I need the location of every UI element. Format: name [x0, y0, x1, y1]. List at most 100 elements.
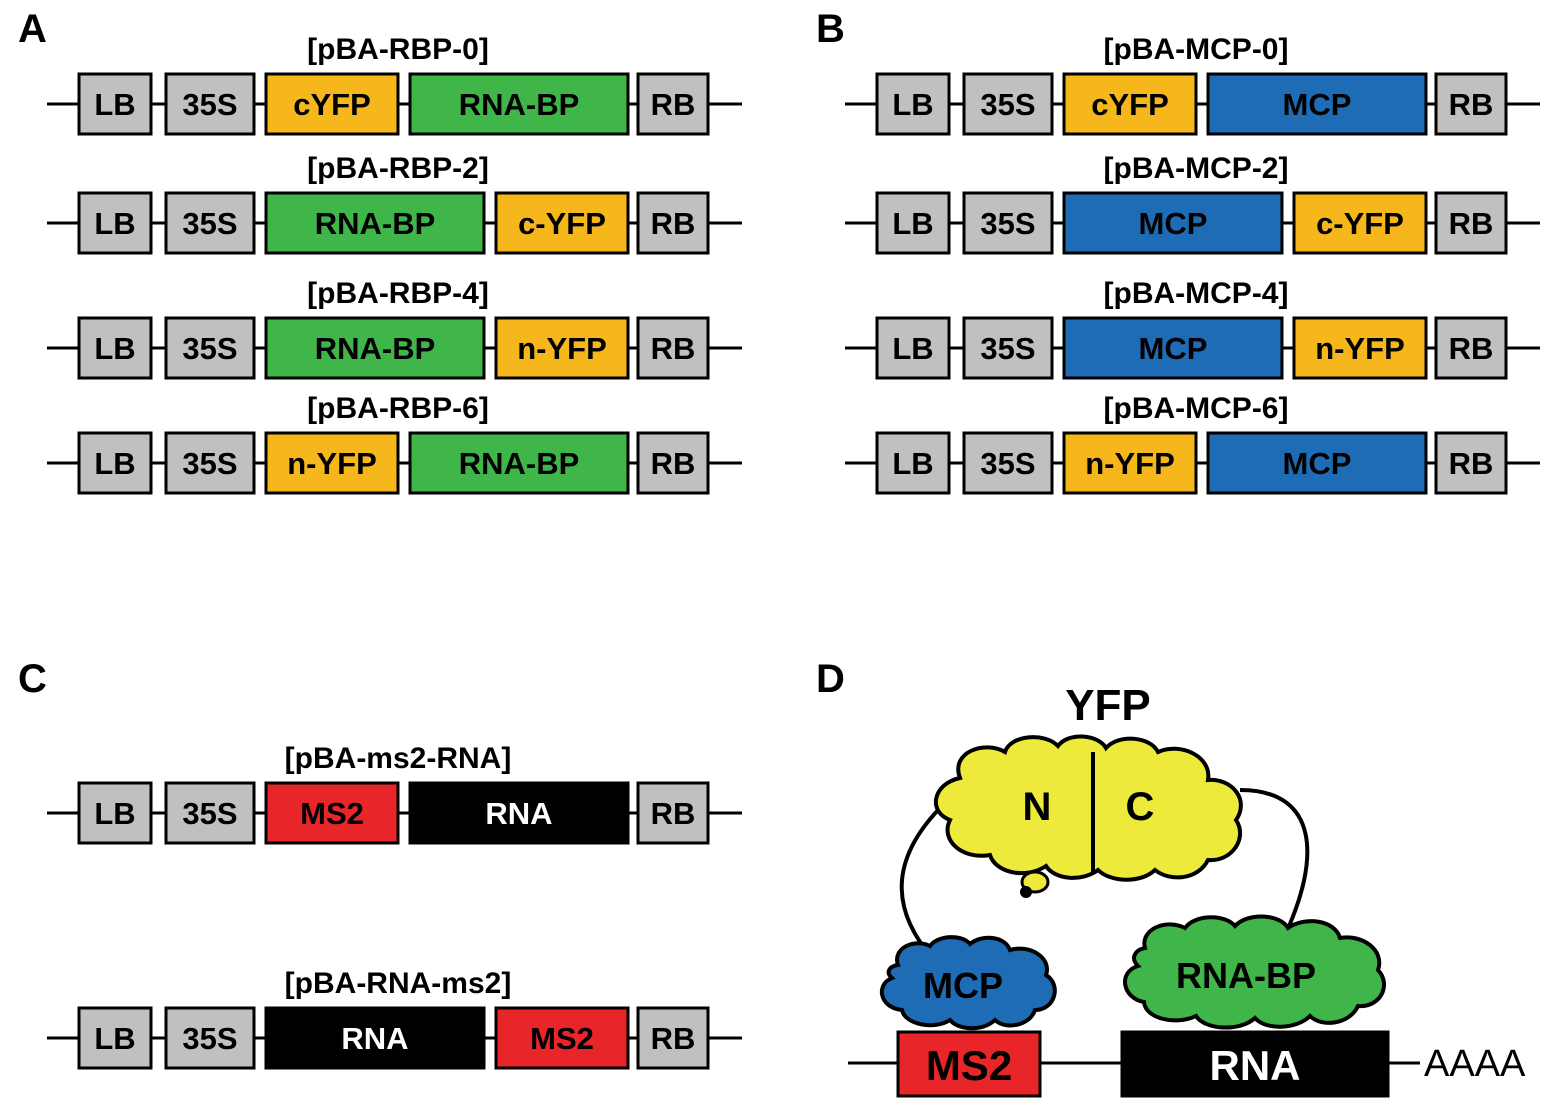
construct-part-box: [164, 191, 256, 255]
construct-name: [pBA-MCP-4]: [1104, 277, 1289, 310]
mcp-label: MCP: [923, 965, 1003, 1006]
rna-bp-cloud: [1123, 914, 1386, 1030]
construct-part-box: [1434, 316, 1508, 380]
construct-part-label: LB: [94, 331, 135, 366]
construct-name: [pBA-RBP-4]: [307, 277, 489, 310]
construct-part-box: [1292, 191, 1428, 255]
construct-part-box: [1292, 316, 1428, 380]
panel-label-d: D: [816, 657, 845, 701]
construct-part-label: LB: [94, 446, 135, 481]
construct-part-label: 35S: [182, 331, 237, 366]
construct-part-label: RNA-BP: [459, 446, 580, 481]
construct-part-label: 35S: [980, 206, 1035, 241]
construct-part-label: 35S: [182, 446, 237, 481]
construct-part-label: RB: [1449, 331, 1494, 366]
construct-part-label: RB: [651, 446, 696, 481]
construct-name: [pBA-RBP-2]: [307, 152, 489, 185]
construct-part-box: [264, 431, 400, 495]
construct-part-box: [962, 431, 1054, 495]
construct-part-box: [962, 316, 1054, 380]
ms2-label: MS2: [926, 1042, 1012, 1089]
construct-part-box: [636, 431, 710, 495]
construct-part-label: 35S: [182, 87, 237, 122]
construct-part-box: [77, 316, 153, 380]
construct-part-box: [264, 1006, 486, 1070]
construct-part-box: [164, 1006, 256, 1070]
construct-part-box: [164, 72, 256, 136]
construct-part-label: 35S: [182, 796, 237, 831]
construct-part-box: [875, 431, 951, 495]
construct-part-box: [1062, 431, 1198, 495]
construct-part-label: n-YFP: [1085, 446, 1175, 481]
construct-part-label: LB: [892, 87, 933, 122]
construct-part-label: 35S: [980, 446, 1035, 481]
panel-label-b: B: [816, 7, 845, 51]
construct-part-box: [77, 191, 153, 255]
construct-part-box: [164, 316, 256, 380]
construct-name: [pBA-MCP-2]: [1104, 152, 1289, 185]
construct-part-box: [1434, 431, 1508, 495]
construct-part-label: MS2: [300, 796, 364, 831]
rna-box: [1120, 1030, 1390, 1098]
construct-part-label: LB: [94, 796, 135, 831]
construct-part-box: [264, 781, 400, 845]
construct-part-label: RB: [1449, 87, 1494, 122]
construct-part-label: n-YFP: [517, 331, 607, 366]
construct-part-label: 35S: [980, 87, 1035, 122]
construct-name: [pBA-MCP-6]: [1104, 392, 1289, 425]
construct-part-box: [164, 431, 256, 495]
construct-row: [pBA-ms2-RNA] LB 35S MS2 RNA RB: [47, 742, 742, 845]
construct-part-box: [636, 316, 710, 380]
construct-part-box: [962, 191, 1054, 255]
construct-part-label: MCP: [1283, 446, 1352, 481]
construct-part-label: RB: [651, 206, 696, 241]
construct-part-box: [408, 781, 630, 845]
construct-part-box: [636, 72, 710, 136]
construct-part-box: [875, 191, 951, 255]
construct-part-box: [636, 191, 710, 255]
ms2-box: [896, 1030, 1042, 1098]
construct-part-label: LB: [94, 206, 135, 241]
construct-part-label: MS2: [530, 1021, 594, 1056]
construct-part-label: RB: [651, 1021, 696, 1056]
construct-part-box: [264, 316, 486, 380]
construct-name: [pBA-ms2-RNA]: [285, 742, 512, 775]
rnabp-linker: [1239, 788, 1310, 936]
construct-part-label: RNA: [485, 796, 552, 831]
construct-part-box: [875, 316, 951, 380]
construct-name: [pBA-MCP-0]: [1104, 33, 1289, 66]
construct-part-box: [1062, 191, 1284, 255]
construct-part-box: [77, 72, 153, 136]
construct-part-label: MCP: [1283, 87, 1352, 122]
mcp-linker: [899, 806, 942, 962]
construct-part-label: RB: [1449, 206, 1494, 241]
construct-part-label: MCP: [1139, 331, 1208, 366]
construct-part-box: [962, 72, 1054, 136]
construct-part-box: [1434, 72, 1508, 136]
yfp-cloud: [933, 734, 1243, 882]
construct-part-label: LB: [892, 446, 933, 481]
construct-part-label: RNA-BP: [315, 331, 436, 366]
construct-part-label: RB: [651, 796, 696, 831]
construct-part-label: n-YFP: [1315, 331, 1405, 366]
construct-part-box: [77, 781, 153, 845]
construct-part-box: [408, 72, 630, 136]
construct-part-box: [1206, 72, 1428, 136]
construct-part-label: cYFP: [1091, 87, 1169, 122]
construct-part-label: LB: [94, 1021, 135, 1056]
construct-row: [pBA-MCP-0] LB 35S cYFP MCP RB: [845, 33, 1540, 136]
construct-part-box: [636, 1006, 710, 1070]
rna-label: RNA: [1210, 1042, 1301, 1089]
mcp-cloud: [879, 935, 1057, 1031]
construct-part-box: [875, 72, 951, 136]
rna-bp-label: RNA-BP: [1176, 955, 1316, 996]
construct-part-box: [1434, 191, 1508, 255]
construct-part-label: cYFP: [293, 87, 371, 122]
yfp-c-label: C: [1126, 785, 1155, 829]
